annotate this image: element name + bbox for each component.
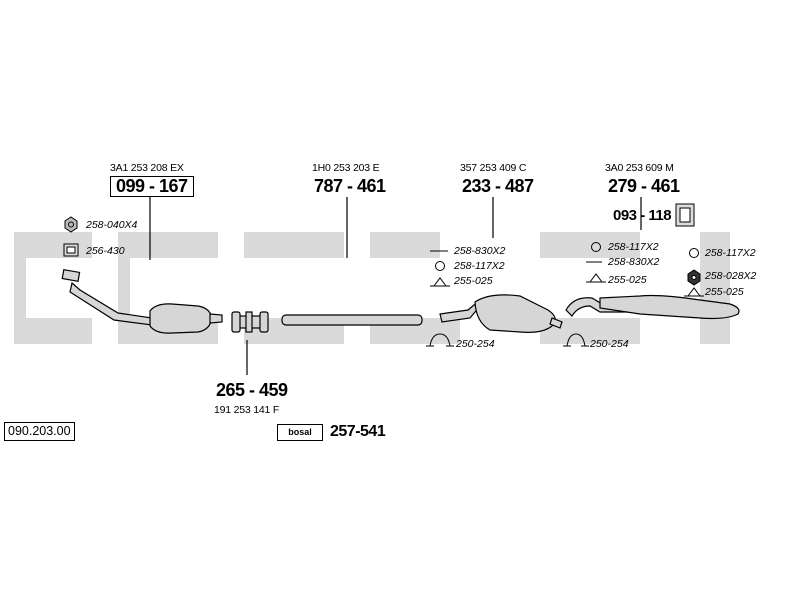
rear-silencer <box>565 294 740 320</box>
part-number[interactable]: 099 - 167 <box>110 176 194 197</box>
rubber-mount-icon <box>430 277 450 287</box>
accessory-label[interactable]: 256-430 <box>86 245 125 257</box>
hanger-part-number[interactable]: 093 - 118 <box>613 207 672 224</box>
rubber-mount-icon <box>586 273 606 283</box>
rubber-mount-icon <box>684 287 704 297</box>
oem-number: 3A0 253 609 M <box>605 162 674 174</box>
accessory-label[interactable]: 250-254 <box>590 338 629 350</box>
intermediate-pipe <box>281 314 423 326</box>
accessory-label[interactable]: 258-028X2 <box>705 270 757 282</box>
catalytic-converter <box>61 268 223 334</box>
clamp-icon <box>563 333 589 347</box>
accessory-label[interactable]: 255-025 <box>608 274 647 286</box>
leader-lines <box>149 197 642 375</box>
part-number[interactable]: 233 - 487 <box>462 176 534 196</box>
oem-number: 357 253 409 C <box>460 162 527 174</box>
accessory-label[interactable]: 255-025 <box>705 286 744 298</box>
nut-icon <box>64 216 78 233</box>
accessory-label[interactable]: 258-830X2 <box>608 256 660 268</box>
washer-icon <box>435 261 445 271</box>
oem-number: 3A1 253 208 EX <box>110 162 184 174</box>
middle-silencer <box>439 294 563 333</box>
accessory-label[interactable]: 258-117X2 <box>705 247 756 259</box>
accessory-label[interactable]: 258-040X4 <box>86 219 138 231</box>
connector-sleeve <box>231 311 269 333</box>
washer-icon <box>591 242 601 252</box>
oem-number: 191 253 141 F <box>214 404 280 416</box>
accessory-label[interactable]: 250-254 <box>456 338 495 350</box>
accessory-label[interactable]: 258-117X2 <box>608 241 659 253</box>
brand-part-number[interactable]: 257-541 <box>330 423 386 440</box>
washer-icon <box>689 248 699 258</box>
clamp-icon <box>426 333 454 347</box>
hanger-icon <box>675 203 695 227</box>
accessory-label[interactable]: 258-117X2 <box>454 260 505 272</box>
part-number[interactable]: 279 - 461 <box>608 176 680 196</box>
part-number[interactable]: 787 - 461 <box>314 176 386 196</box>
diagram-reference: 090.203.00 <box>4 422 75 441</box>
bosal-logo: bosal <box>277 424 323 441</box>
accessory-label[interactable]: 258-830X2 <box>454 245 506 257</box>
oem-number: 1H0 253 203 E <box>312 162 380 174</box>
part-number[interactable]: 265 - 459 <box>216 380 288 400</box>
accessory-label[interactable]: 255-025 <box>454 275 493 287</box>
